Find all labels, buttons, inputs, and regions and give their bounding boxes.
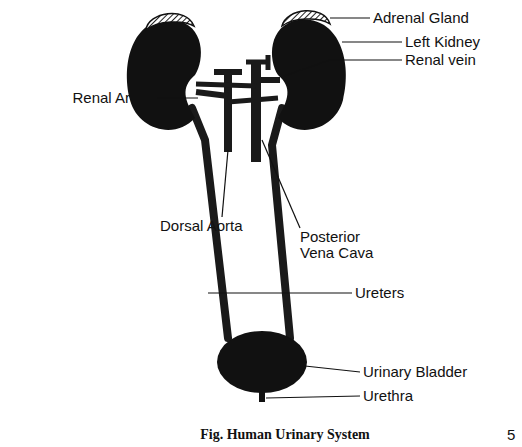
dorsal-aorta-vessel [224, 70, 232, 152]
part-label: Adrenal Gland [373, 10, 469, 26]
renal-vein-vessel [256, 77, 280, 83]
leader-line [262, 140, 300, 228]
part-label: Renal Artery [72, 90, 155, 106]
renal-artery-vessel [196, 92, 228, 96]
urethra-tube [259, 390, 265, 402]
leader-line [208, 292, 352, 293]
aorta-stub [214, 69, 242, 75]
part-label: Ureters [355, 285, 404, 301]
vena-cava-stub [246, 55, 268, 70]
leader-line [330, 17, 370, 18]
part-label: Urethra [363, 388, 413, 404]
leader-line [342, 41, 402, 42]
leader-line [157, 97, 198, 98]
part-label: Renal vein [405, 52, 476, 68]
left-kidney-shape [127, 20, 201, 130]
leader-line [305, 366, 360, 372]
figure-caption: Fig. Human Urinary System [200, 427, 370, 443]
leader-line [222, 150, 228, 217]
part-label: Urinary Bladder [363, 364, 467, 380]
page-number: 5 [507, 427, 515, 443]
part-label: Left Kidney [405, 34, 480, 50]
leader-line [266, 396, 360, 398]
part-label: Posterior Vena Cava [300, 229, 382, 261]
renal-vein-vessel [196, 84, 256, 86]
right-ureter [272, 108, 290, 338]
right-kidney-shape [272, 20, 346, 130]
bladder-shape [217, 331, 307, 393]
adrenal-gland-shape [146, 14, 194, 30]
leader-line [284, 60, 402, 76]
adrenal-gland-shape [282, 11, 330, 26]
part-label: Dorsal Aorta [160, 218, 243, 234]
